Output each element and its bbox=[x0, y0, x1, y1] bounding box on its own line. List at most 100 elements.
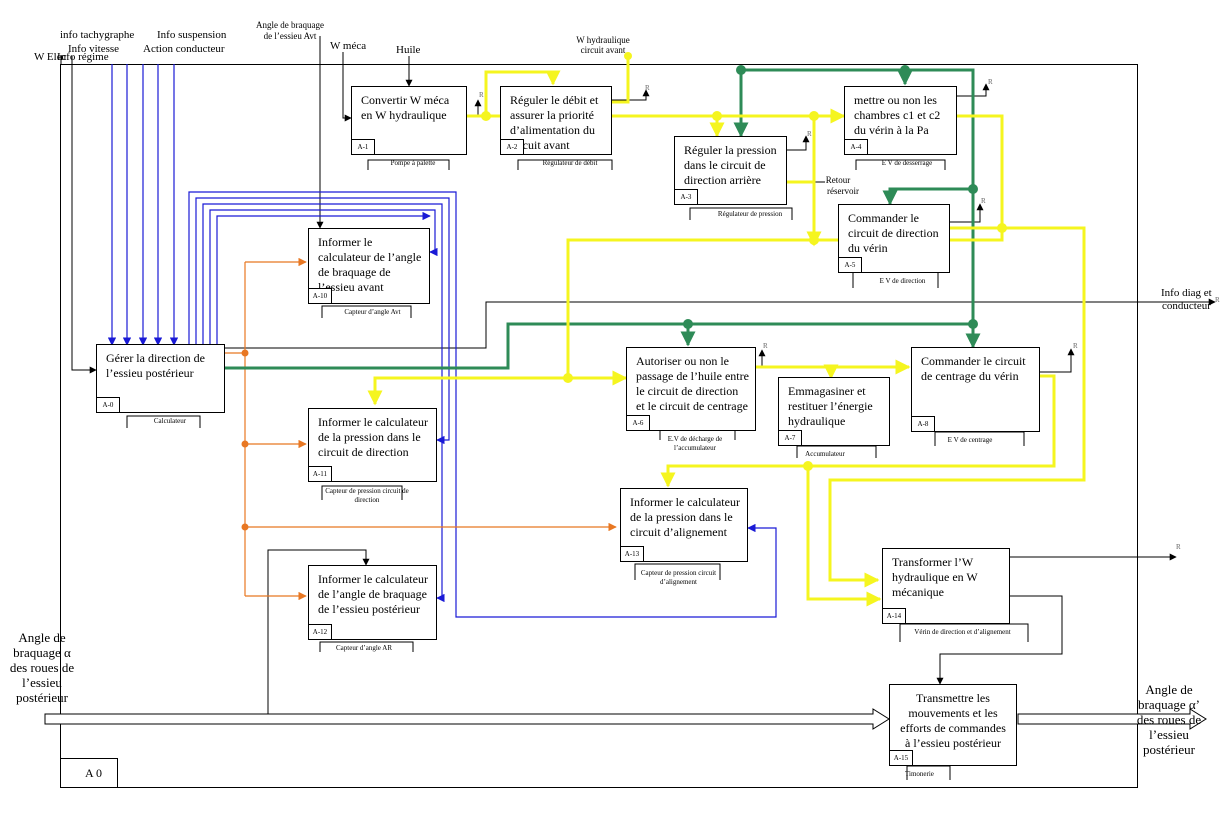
output-angle-ar-line: Angle de bbox=[1145, 682, 1193, 697]
input-huile: Huile bbox=[396, 44, 421, 56]
output-info-diag-line2: conducteur bbox=[1162, 300, 1211, 312]
input-info-tachy: info tachygraphe bbox=[60, 29, 135, 41]
input-angle-avt-line1: Angle de braquage bbox=[256, 20, 324, 30]
box-a6-code: A-6 bbox=[627, 415, 650, 430]
box-a3[interactable]: Réguler la pression dans le circuit de d… bbox=[674, 136, 787, 205]
ref-mark: R bbox=[763, 342, 768, 350]
box-a4-code: A-4 bbox=[845, 139, 868, 154]
ref-mark: R bbox=[1176, 543, 1181, 551]
input-angle-avt-line2: de l’essieu Avt bbox=[263, 31, 317, 41]
box-a11-title: Informer le calculateur de la pression d… bbox=[318, 415, 428, 459]
box-a12[interactable]: Informer le calculateur de l’angle de br… bbox=[308, 565, 437, 640]
input-angle-ar: Angle de braquage α des roues de l’essie… bbox=[4, 630, 80, 705]
box-a12-mechanism: Capteur d’angle AR bbox=[336, 644, 392, 652]
box-a13-mechanism: Capteur de pression circuit d’alignement bbox=[640, 569, 717, 586]
box-a3-code: A-3 bbox=[675, 189, 698, 204]
input-w-meca: W méca bbox=[330, 40, 367, 52]
box-a15[interactable]: Transmettre les mouvements et les effort… bbox=[889, 684, 1017, 766]
box-a1-title: Convertir W méca en W hydraulique bbox=[361, 93, 450, 122]
box-a8-code: A-8 bbox=[912, 416, 935, 431]
input-info-suspension: Info suspension bbox=[157, 29, 227, 41]
output-info-diag-line1: Info diag et bbox=[1161, 287, 1212, 299]
box-a5-code: A-5 bbox=[839, 257, 862, 272]
ref-mark: R bbox=[981, 197, 986, 205]
box-a14-title: Transformer l’W hydraulique en W mécaniq… bbox=[892, 555, 978, 599]
output-angle-ar-line: braquage α’ bbox=[1137, 697, 1201, 712]
orange-signal-lines bbox=[225, 257, 617, 601]
box-a11[interactable]: Informer le calculateur de la pression d… bbox=[308, 408, 437, 482]
box-a13[interactable]: Informer le calculateur de la pression d… bbox=[620, 488, 748, 562]
output-w-hyd-line1: W hydraulique bbox=[576, 35, 630, 45]
box-a3-title: Réguler la pression dans le circuit de d… bbox=[684, 143, 777, 187]
ref-mark: R bbox=[645, 84, 650, 92]
box-a8-mechanism: E V de centrage bbox=[947, 436, 993, 444]
box-a0-code: A-0 bbox=[97, 397, 120, 412]
black-inputs bbox=[60, 36, 1216, 780]
box-a13-title: Informer le calculateur de la pression d… bbox=[630, 495, 740, 539]
box-a6[interactable]: Autoriser ou non le passage de l’huile e… bbox=[626, 347, 756, 431]
box-a14-mechanism: Vérin de direction et d’alignement bbox=[914, 628, 1011, 636]
node-tag: A 0 bbox=[60, 758, 118, 788]
output-retour-line2: réservoir bbox=[827, 186, 859, 196]
box-a15-code: A-15 bbox=[890, 750, 913, 765]
yellow-hydraulic-lines bbox=[367, 56, 1086, 607]
box-a8-title: Commander le circuit de centrage du véri… bbox=[921, 354, 1026, 383]
box-a14-code: A-14 bbox=[883, 608, 906, 623]
ref-mark: R bbox=[1215, 296, 1220, 304]
input-action-conducteur: Action conducteur bbox=[143, 43, 225, 55]
input-info-vitesse: Info vitesse bbox=[68, 43, 120, 55]
box-a4[interactable]: mettre ou non les chambres c1 et c2 du v… bbox=[844, 86, 957, 155]
box-a4-mechanism: E V de desserrage bbox=[881, 159, 933, 167]
box-a14[interactable]: Transformer l’W hydraulique en W mécaniq… bbox=[882, 548, 1010, 624]
box-a6-title: Autoriser ou non le passage de l’huile e… bbox=[636, 354, 749, 413]
box-a3-mechanism: Régulateur de pression bbox=[717, 210, 783, 218]
box-a5-title: Commander le circuit de direction du vér… bbox=[848, 211, 939, 255]
box-a5[interactable]: Commander le circuit de direction du vér… bbox=[838, 204, 950, 273]
input-angle-ar-line: braquage α bbox=[13, 645, 71, 660]
diagram-frame bbox=[60, 64, 1138, 788]
ref-mark: R bbox=[479, 91, 484, 99]
box-a7[interactable]: Emmagasiner et restituer l’énergie hydra… bbox=[778, 377, 890, 446]
box-a7-code: A-7 bbox=[779, 430, 802, 445]
box-a12-title: Informer le calculateur de l’angle de br… bbox=[318, 572, 428, 616]
box-a10-code: A-10 bbox=[309, 288, 332, 303]
box-a5-mechanism: E V de direction bbox=[879, 277, 926, 285]
box-a15-mechanism: Timonerie bbox=[905, 770, 934, 778]
input-angle-ar-line: postérieur bbox=[16, 690, 68, 705]
box-a10[interactable]: Informer le calculateur de l’angle de br… bbox=[308, 228, 430, 304]
output-angle-ar-line: des roues de bbox=[1136, 712, 1202, 727]
input-info-regime: Info régime bbox=[57, 51, 109, 63]
box-a7-title: Emmagasiner et restituer l’énergie hydra… bbox=[788, 384, 873, 428]
box-a12-code: A-12 bbox=[309, 624, 332, 639]
box-a7-mechanism: Accumulateur bbox=[805, 450, 845, 458]
box-a10-title: Informer le calculateur de l’angle de br… bbox=[318, 235, 422, 294]
box-a11-code: A-11 bbox=[309, 466, 332, 481]
main-flow-arrows bbox=[44, 708, 1207, 730]
box-a1-code: A-1 bbox=[352, 139, 375, 154]
box-a0-title: Gérer la direction de l’essieu postérieu… bbox=[106, 351, 205, 380]
box-a1-mechanism: Pompe à palette bbox=[390, 159, 436, 167]
box-a4-title: mettre ou non les chambres c1 et c2 du v… bbox=[854, 93, 941, 137]
box-a0[interactable]: Gérer la direction de l’essieu postérieu… bbox=[96, 344, 225, 413]
box-a10-mechanism: Capteur d’angle Avt bbox=[344, 308, 401, 316]
output-angle-ar-line: postérieur bbox=[1143, 742, 1195, 757]
input-w-elec: W Elec bbox=[34, 51, 67, 63]
box-a2[interactable]: Réguler le débit et assurer la priorité … bbox=[500, 86, 612, 155]
ref-mark: R bbox=[988, 78, 993, 86]
box-a15-title: Transmettre les mouvements et les effort… bbox=[900, 691, 1006, 750]
output-w-hyd-line2: circuit avant bbox=[580, 45, 626, 55]
box-a8[interactable]: Commander le circuit de centrage du véri… bbox=[911, 347, 1040, 432]
output-angle-ar-line: l’essieu bbox=[1149, 727, 1189, 742]
output-retour-line1: Retour bbox=[825, 175, 851, 185]
box-a0-mechanism: Calculateur bbox=[153, 417, 187, 425]
input-angle-ar-line: Angle de bbox=[18, 630, 66, 645]
box-a2-code: A-2 bbox=[501, 139, 524, 154]
output-angle-ar: Angle de braquage α’ des roues de l’essi… bbox=[1130, 682, 1208, 757]
box-a2-title: Réguler le débit et assurer la priorité … bbox=[510, 93, 599, 152]
box-a1[interactable]: Convertir W méca en W hydraulique A-1 bbox=[351, 86, 467, 155]
box-a13-code: A-13 bbox=[621, 546, 644, 561]
input-angle-ar-line: des roues de bbox=[9, 660, 75, 675]
ref-mark: R bbox=[807, 130, 812, 138]
